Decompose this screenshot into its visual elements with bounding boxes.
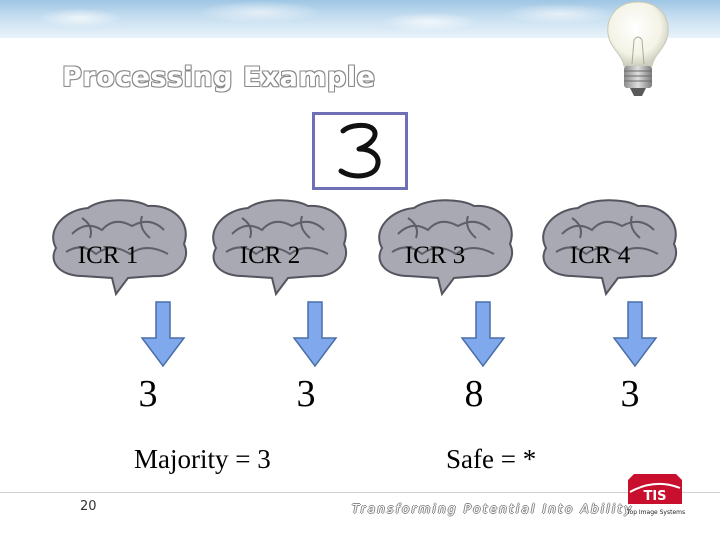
handwritten-digit-3 <box>338 122 381 179</box>
arrow-down-icon <box>612 301 658 368</box>
arrow-down-icon <box>292 301 338 368</box>
slide-title: Processing Example <box>62 62 376 93</box>
majority-result: Majority = 3 <box>134 444 271 474</box>
brain-icon <box>202 196 354 298</box>
footer-divider <box>0 492 720 493</box>
tis-logo: TIS <box>628 474 682 504</box>
engine-output-icr1: 3 <box>138 373 158 415</box>
brain-icon <box>368 196 520 298</box>
light-bulb-icon <box>607 1 669 96</box>
arrow-down-icon <box>460 301 506 368</box>
safe-result: Safe = * <box>446 444 537 474</box>
engine-label-icr4: ICR 4 <box>569 242 631 269</box>
input-digit-box <box>312 112 408 190</box>
footer-tagline: Transforming Potential Into Ability <box>352 502 634 516</box>
engine-output-icr3: 8 <box>464 373 484 415</box>
brain-icon <box>532 196 684 298</box>
sky-banner <box>0 0 720 38</box>
engine-label-icr2: ICR 2 <box>239 242 301 269</box>
engine-label-icr1: ICR 1 <box>77 242 139 269</box>
page-number: 20 <box>80 499 97 514</box>
svg-text:TIS: TIS <box>643 489 666 504</box>
engine-label-icr3: ICR 3 <box>404 242 466 269</box>
arrow-down-icon <box>140 301 186 368</box>
brain-icon <box>42 196 194 298</box>
engine-output-icr2: 3 <box>296 373 316 415</box>
engine-output-icr4: 3 <box>620 373 640 415</box>
logo-subtitle: Top Image Systems <box>626 509 686 516</box>
